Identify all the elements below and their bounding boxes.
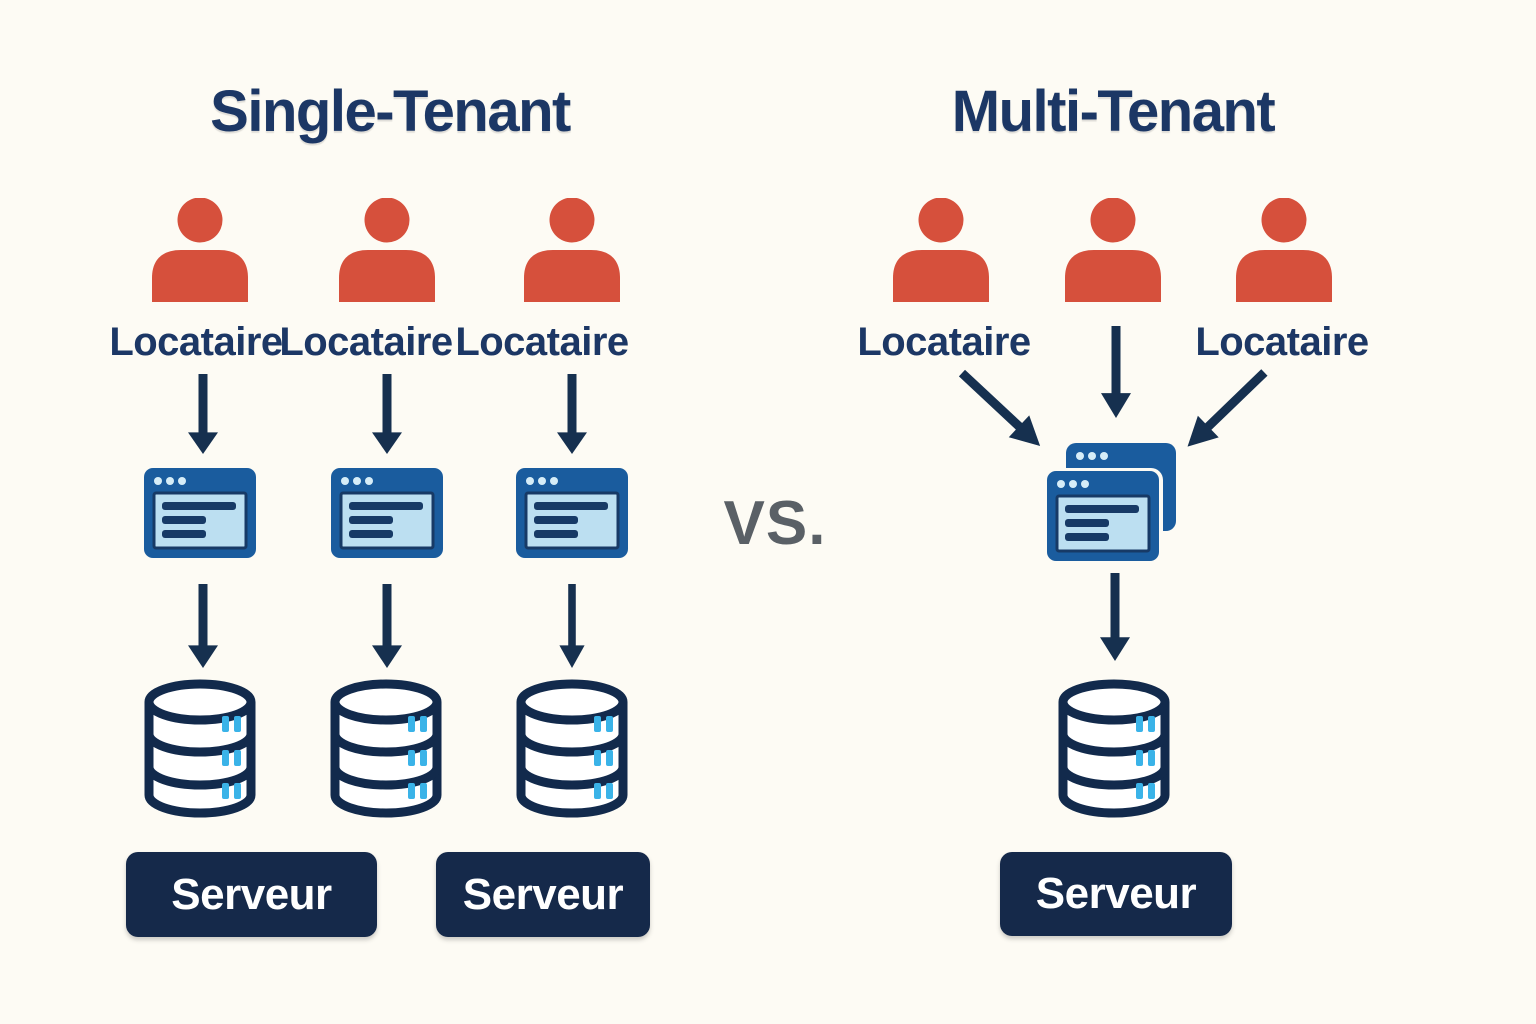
arrow-down-icon xyxy=(187,584,219,668)
app-window-icon xyxy=(144,468,256,558)
server-badge: Serveur xyxy=(126,852,377,937)
person-icon xyxy=(1065,198,1161,302)
database-icon xyxy=(143,678,257,820)
database-icon xyxy=(515,678,629,820)
arrow-down-icon xyxy=(1099,573,1131,661)
arrow-down-icon xyxy=(371,374,403,454)
app-window-icon xyxy=(516,468,628,558)
person-icon xyxy=(152,198,248,302)
arrow-diagonal-icon xyxy=(951,361,1051,457)
arrow-down-icon xyxy=(556,584,588,668)
app-window-stack-icon xyxy=(1046,443,1176,563)
app-window-icon xyxy=(331,468,443,558)
tenant-label: Locataire xyxy=(455,320,629,364)
tenant-label: Locataire xyxy=(279,320,453,364)
single-tenant-title: Single-Tenant xyxy=(210,79,571,144)
arrow-down-icon xyxy=(1100,326,1132,418)
server-badge: Serveur xyxy=(436,852,650,937)
arrow-diagonal-icon xyxy=(1176,361,1275,458)
server-badge: Serveur xyxy=(1000,852,1232,936)
tenant-label: Locataire xyxy=(109,320,283,364)
arrow-down-icon xyxy=(187,374,219,454)
arrow-down-icon xyxy=(371,584,403,668)
person-icon xyxy=(339,198,435,302)
database-icon xyxy=(329,678,443,820)
database-icon xyxy=(1057,678,1171,820)
tenant-label: Locataire xyxy=(1195,320,1369,364)
person-icon xyxy=(893,198,989,302)
tenant-label: Locataire xyxy=(857,320,1031,364)
multi-tenant-title: Multi-Tenant xyxy=(951,79,1276,144)
arrow-down-icon xyxy=(556,374,588,454)
person-icon xyxy=(1236,198,1332,302)
vs-label: VS. xyxy=(723,489,827,558)
person-icon xyxy=(524,198,620,302)
